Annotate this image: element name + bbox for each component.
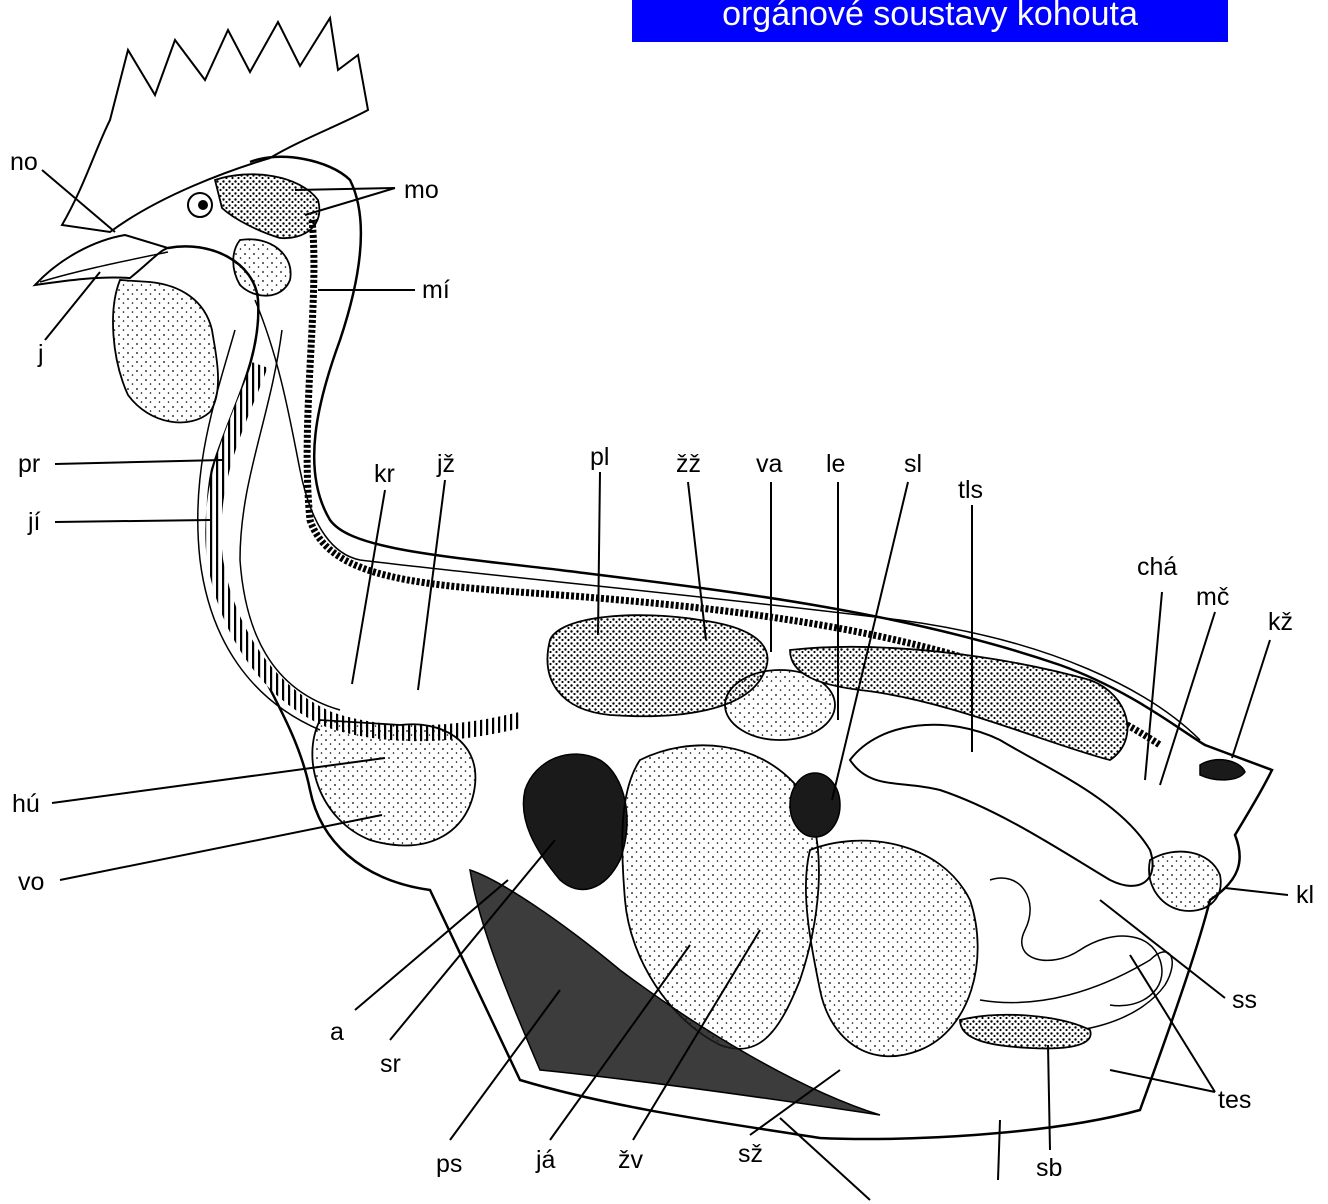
label-mi: mí <box>422 276 450 304</box>
brain <box>215 174 319 238</box>
label-ps: ps <box>436 1150 462 1178</box>
gizzard <box>806 841 978 1057</box>
label-pr: pr <box>18 450 40 478</box>
label-no: no <box>10 148 38 176</box>
label-ss: ss <box>1232 986 1257 1014</box>
label-ji: jí <box>27 508 41 536</box>
label-sr: sr <box>380 1050 401 1078</box>
label-vo: vo <box>18 868 44 896</box>
label-mo: mo <box>404 176 439 204</box>
label-pl: pl <box>590 443 609 471</box>
label-sb: sb <box>1036 1154 1062 1182</box>
label-hu: hú <box>12 790 40 818</box>
heart <box>523 754 627 889</box>
crop <box>312 720 475 846</box>
label-ja: já <box>535 1146 556 1174</box>
comb <box>62 18 368 232</box>
label-le: le <box>826 450 845 478</box>
label-zv: žv <box>618 1146 644 1174</box>
label-va: va <box>756 450 783 478</box>
label-mc: mč <box>1196 583 1229 611</box>
label-a: a <box>330 1018 344 1046</box>
label-kl: kl <box>1296 881 1314 909</box>
uropygial-gland <box>1200 760 1245 780</box>
wattle <box>113 280 218 422</box>
spleen <box>790 773 840 837</box>
label-kz: kž <box>1268 608 1293 636</box>
caecum <box>960 1015 1091 1049</box>
label-kr: kr <box>374 460 395 488</box>
label-sz: sž <box>738 1140 763 1168</box>
label-j: j <box>37 340 44 368</box>
cerebellum <box>233 239 290 295</box>
trachea <box>213 365 520 733</box>
label-jz: jž <box>436 450 455 478</box>
label-tls: tls <box>958 476 983 504</box>
label-zz: žž <box>676 450 701 478</box>
label-tes: tes <box>1218 1086 1251 1114</box>
label-sl: sl <box>904 450 922 478</box>
label-cha: chá <box>1137 553 1177 581</box>
cloaca <box>1149 852 1221 911</box>
